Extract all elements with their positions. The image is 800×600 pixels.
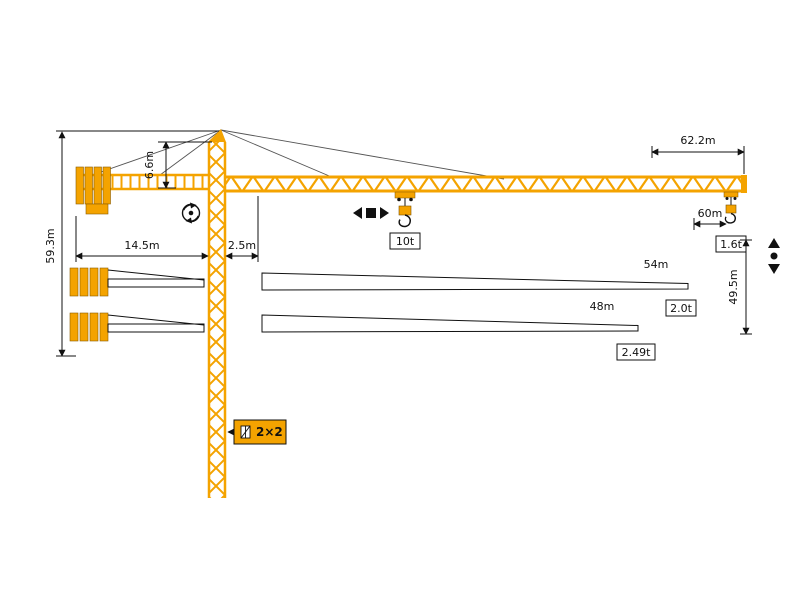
jib-tip-hook-assembly bbox=[723, 191, 739, 224]
hoist-up-down-icon bbox=[768, 238, 780, 274]
main-jib bbox=[226, 175, 747, 193]
hook-icon bbox=[724, 212, 736, 224]
jib-option-48m-tipload: 2.49t bbox=[622, 346, 651, 359]
dim-hook-height: 49.5m bbox=[727, 239, 752, 335]
jib-tip-cap bbox=[741, 175, 747, 193]
trolley-hook-assembly bbox=[394, 191, 416, 228]
dim-tower-offset: 2.5m bbox=[225, 196, 259, 262]
dim-tower-height: 59.3m bbox=[44, 130, 219, 357]
counter-jib bbox=[75, 166, 208, 215]
tip-load-badge: 1.6t bbox=[715, 235, 747, 253]
counterweight-option-b bbox=[69, 312, 205, 342]
max-load-label: 10t bbox=[396, 235, 415, 248]
tower-offset-label: 2.5m bbox=[228, 239, 256, 252]
pendant-lines bbox=[97, 129, 505, 180]
jib-option-54m-tipload: 2.0t bbox=[670, 302, 692, 315]
jib-option-54m: 54m 2.0t bbox=[261, 258, 697, 317]
head-height-label: 6.6m bbox=[143, 151, 156, 179]
tip-load-label: 1.6t bbox=[720, 238, 742, 251]
dim-max-radius: 60m bbox=[693, 207, 727, 230]
reeving-badge: 2×2 bbox=[227, 419, 287, 445]
counterweight-option-a bbox=[69, 267, 205, 297]
hook-icon bbox=[398, 214, 411, 228]
trolley-travel-icon bbox=[353, 207, 389, 219]
jib-lattice bbox=[226, 176, 746, 192]
counter-jib-label: 14.5m bbox=[124, 239, 159, 252]
tower-mast bbox=[207, 129, 227, 498]
jib-option-54m-silhouette bbox=[261, 272, 689, 291]
reeving-label: 2×2 bbox=[256, 425, 283, 439]
tower-lattice bbox=[208, 142, 226, 498]
counterweight-blocks bbox=[75, 166, 111, 215]
tower-height-label: 59.3m bbox=[44, 228, 57, 263]
jib-option-54m-label: 54m bbox=[644, 258, 669, 271]
jib-option-48m-label: 48m bbox=[590, 300, 615, 313]
jib-option-48m: 48m 2.49t bbox=[261, 300, 656, 361]
jib-option-48m-silhouette bbox=[261, 314, 639, 333]
max-radius-label: 60m bbox=[698, 207, 723, 220]
jib-length-label: 62.2m bbox=[680, 134, 715, 147]
max-load-badge: 10t bbox=[389, 232, 421, 250]
hook-height-label: 49.5m bbox=[727, 269, 740, 304]
dim-jib-length: 62.2m bbox=[651, 134, 745, 174]
slewing-rotation-icon bbox=[181, 202, 201, 224]
tower-head bbox=[208, 129, 226, 142]
dim-counter-jib: 14.5m bbox=[75, 216, 209, 262]
dim-head-height: 6.6m bbox=[143, 141, 212, 189]
rope-reeving-icon bbox=[240, 425, 251, 439]
